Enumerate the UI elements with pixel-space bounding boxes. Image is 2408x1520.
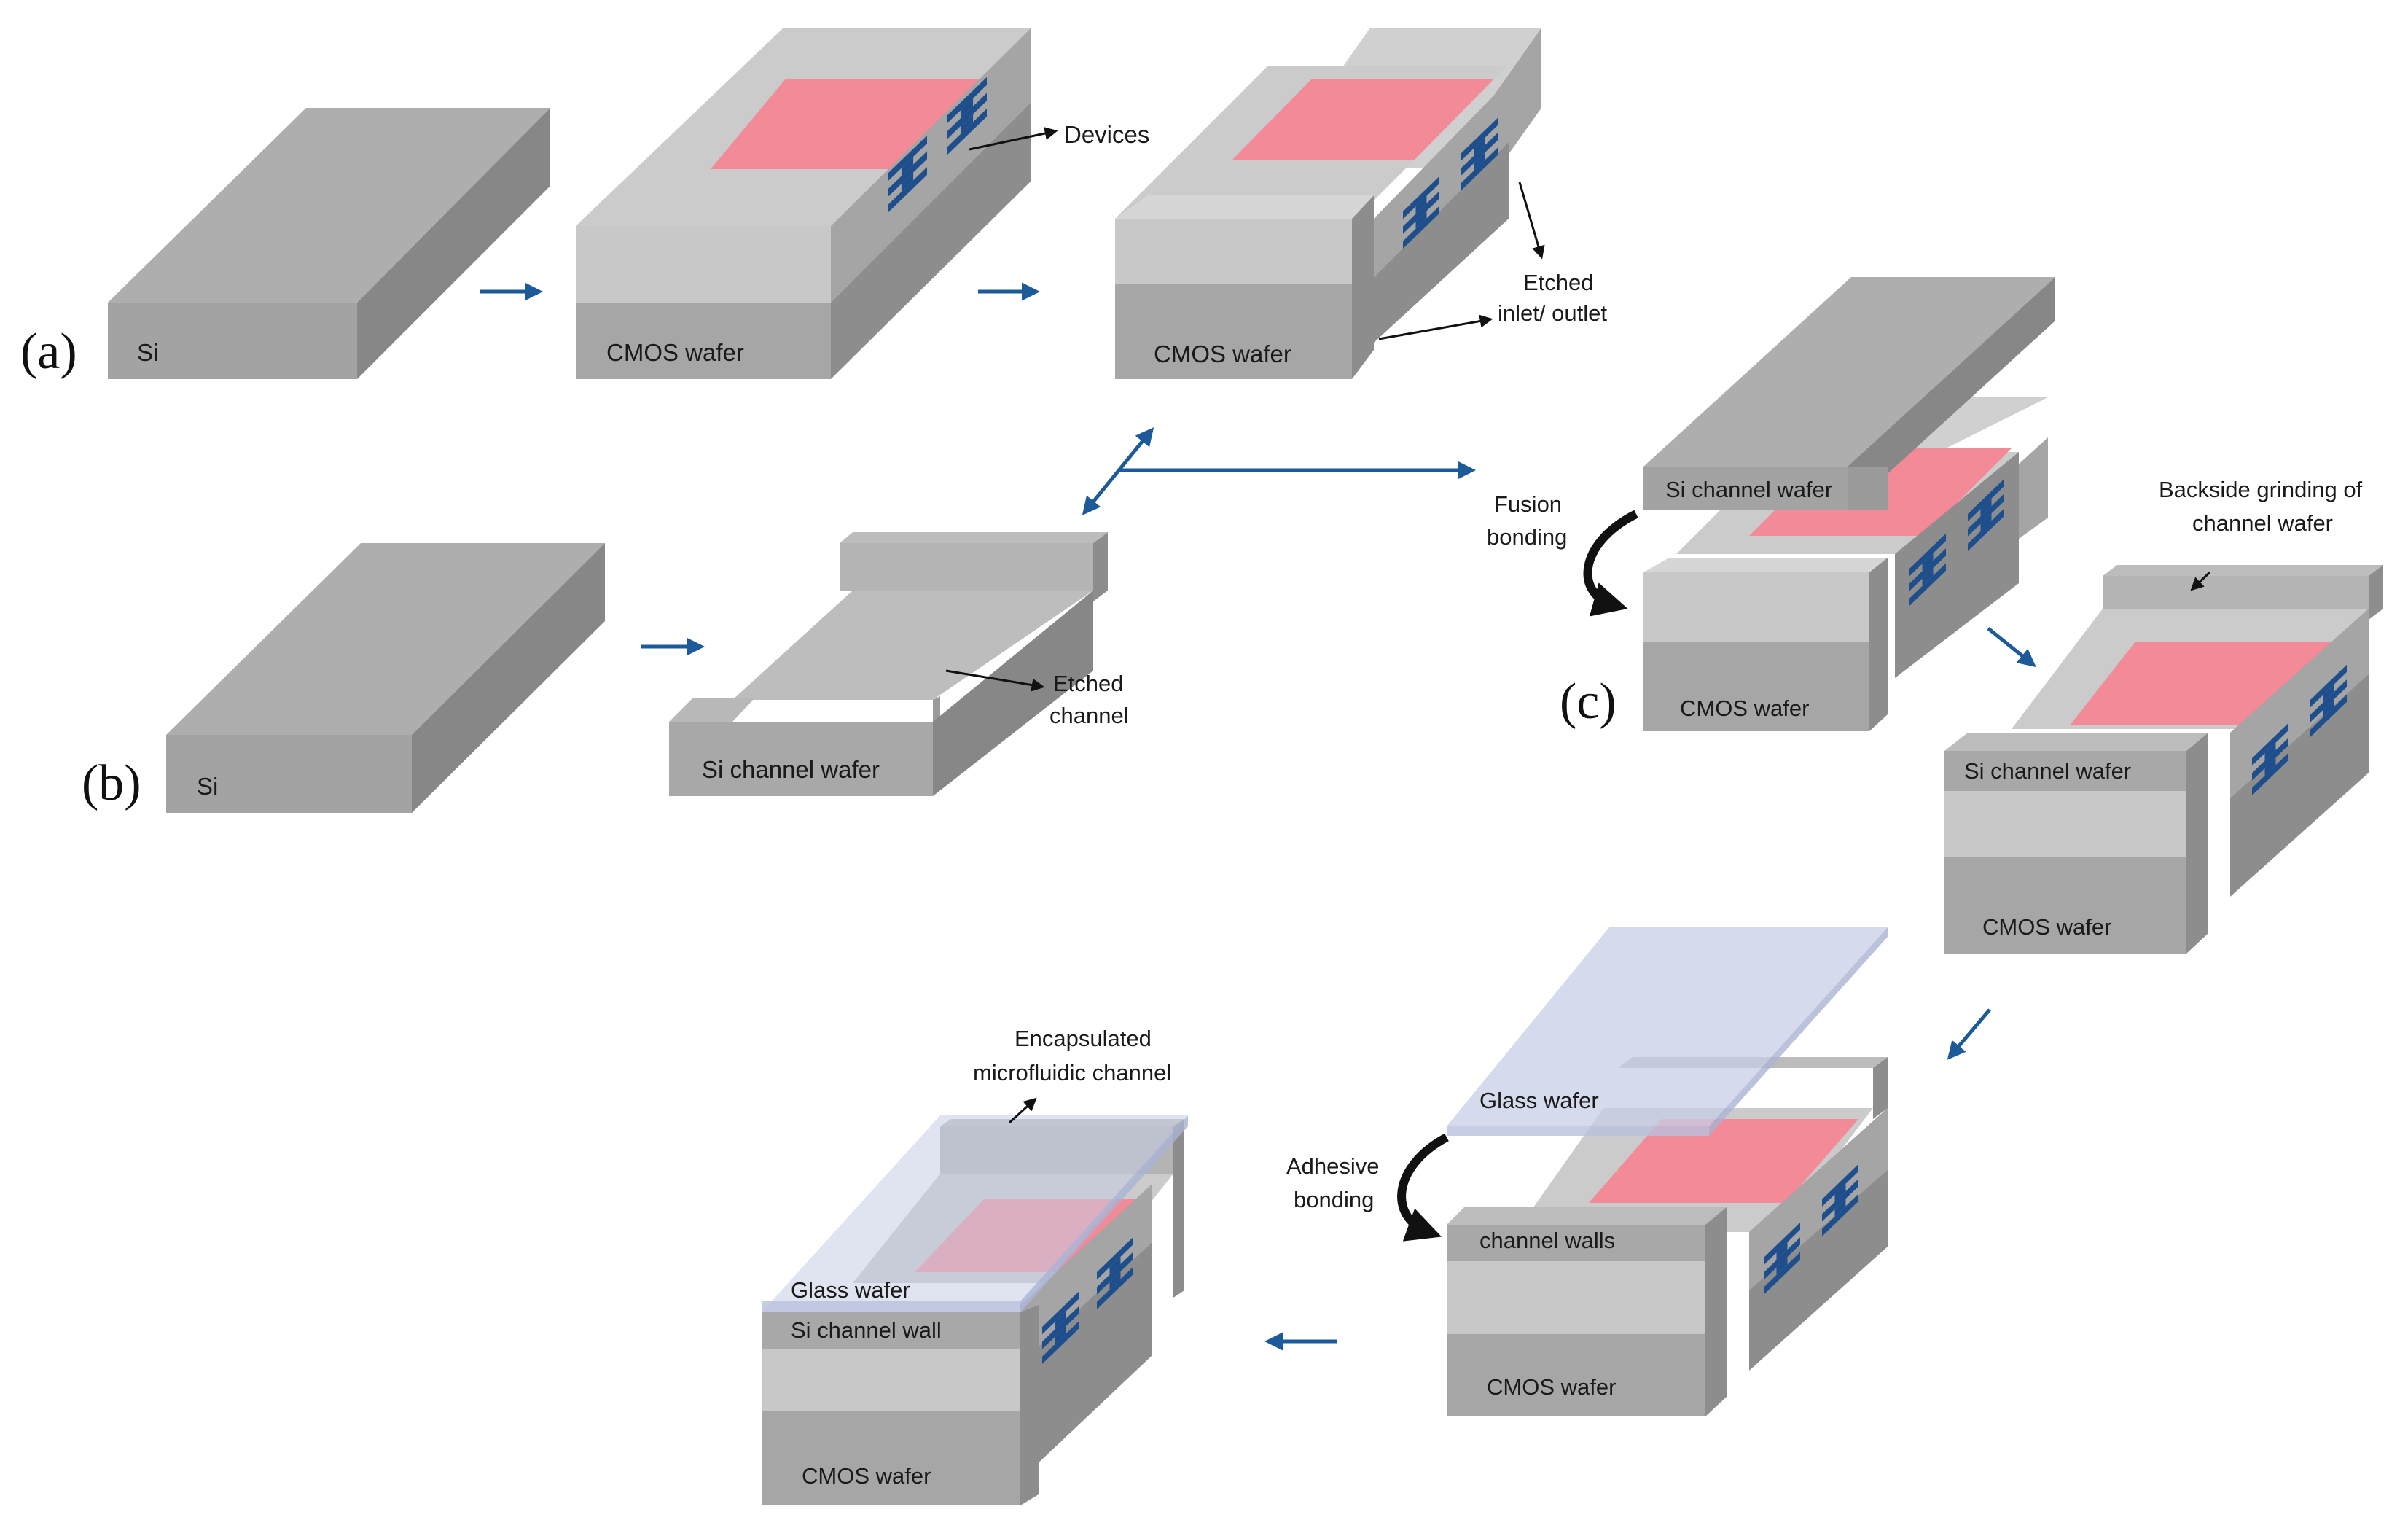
adhesive-bonding-arrow — [1397, 1133, 1449, 1242]
panel-label-a: (a) — [20, 324, 77, 380]
bonded-stack-c2: Si channel wafer CMOS wafer — [1944, 565, 2383, 954]
leader-encapsulated — [1008, 1097, 1037, 1124]
label-si-b: Si — [197, 773, 218, 800]
leader-etched-channel — [945, 669, 1045, 692]
bonded-stack-c3: channel walls CMOS wafer — [1447, 1057, 1888, 1416]
panel-label-c: (c) — [1560, 674, 1617, 730]
label-devices: Devices — [1064, 121, 1149, 148]
process-arrow — [1947, 1008, 1991, 1060]
fusion-bonding-arrow — [1583, 510, 1638, 617]
label-fusion-1: Fusion — [1494, 491, 1562, 517]
label-encap-1: Encapsulated — [1015, 1026, 1152, 1051]
label-cmos-a2: CMOS wafer — [606, 339, 744, 366]
label-adhesive-2: bonding — [1294, 1187, 1374, 1212]
label-cmos-c3: CMOS wafer — [1487, 1374, 1616, 1400]
label-cmos-c2: CMOS wafer — [1982, 914, 2111, 940]
si-slab-b: Si — [166, 543, 605, 813]
cmos-wafer-a3: CMOS wafer — [1115, 28, 1541, 379]
glass-wafer-c3: Glass wafer — [1447, 927, 1888, 1136]
label-glass-final: Glass wafer — [791, 1277, 910, 1303]
label-si-channel-c1: Si channel wafer — [1665, 477, 1832, 502]
label-etched-io-1: Etched — [1523, 270, 1594, 295]
process-arrow — [1987, 627, 2036, 668]
si-channel-wafer-flipped: Si channel wafer — [1643, 277, 2055, 510]
label-etched-io-2: inlet/ outlet — [1498, 300, 1607, 326]
label-walls-c3: channel walls — [1479, 1228, 1615, 1253]
si-channel-wafer-b: Si channel wafer — [669, 532, 1108, 796]
label-si-a: Si — [137, 339, 158, 366]
process-arrow-double — [1082, 427, 1154, 515]
label-cmos-c1: CMOS wafer — [1680, 695, 1809, 721]
label-etched-ch-1: Etched — [1053, 671, 1124, 696]
label-grind-1: Backside grinding of — [2159, 477, 2363, 502]
label-adhesive-1: Adhesive — [1286, 1153, 1380, 1179]
label-glass-c3: Glass wafer — [1479, 1088, 1599, 1113]
label-encap-2: microfluidic channel — [973, 1060, 1171, 1086]
si-slab-a: Si — [108, 108, 550, 379]
leader-devices — [969, 127, 1058, 151]
label-cmos-final: CMOS wafer — [802, 1463, 931, 1489]
leader-etched-io-2 — [1378, 314, 1493, 340]
label-si-channel-c2: Si channel wafer — [1964, 758, 2131, 784]
panel-label-b: (b) — [82, 755, 141, 811]
label-etched-ch-2: channel — [1049, 703, 1129, 728]
label-wall-final: Si channel wall — [791, 1317, 942, 1343]
label-fusion-2: bonding — [1487, 524, 1567, 550]
label-grind-2: channel wafer — [2192, 510, 2333, 536]
device-area — [1589, 1119, 1858, 1203]
label-cmos-a3: CMOS wafer — [1154, 340, 1291, 367]
leader-grinding — [2190, 571, 2211, 591]
leader-etched-io-1 — [1518, 182, 1545, 260]
cmos-wafer-a2: CMOS wafer — [576, 28, 1031, 379]
label-si-channel-b: Si channel wafer — [702, 756, 880, 783]
device-area — [1232, 79, 1494, 160]
final-encapsulated-device: Glass wafer Si channel wall CMOS wafer — [762, 1115, 1188, 1505]
